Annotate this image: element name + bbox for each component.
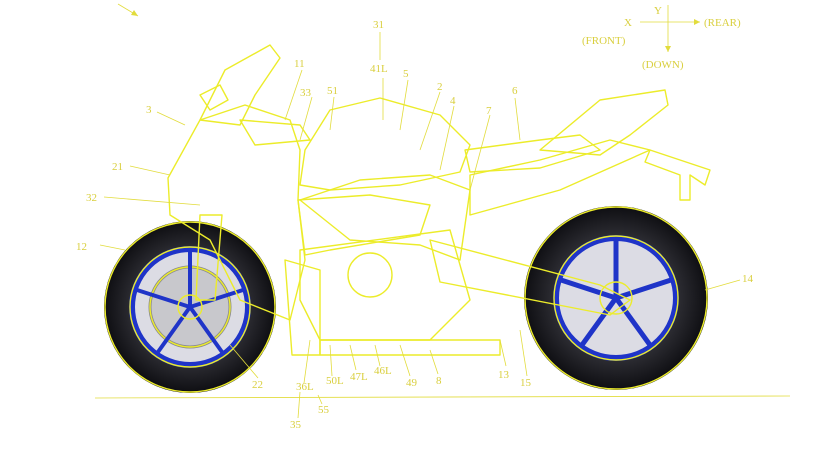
rear-wheel [524,206,708,390]
callout-14: 14 [742,273,754,285]
callout-36L: 36L [296,381,314,393]
callout-2: 2 [437,81,443,93]
lower-cowl [284,259,321,356]
seat [464,134,601,173]
main-frame [299,174,471,261]
windscreen [199,44,281,126]
coordinate-axes: X Y (FRONT) (REAR) (DOWN) [582,5,741,71]
callout-3: 3 [146,104,152,116]
callout-4: 4 [450,95,456,107]
callout-22: 22 [252,379,263,391]
callout-49: 49 [406,377,418,389]
swingarm [429,239,631,316]
engine [299,229,471,341]
callout-13: 13 [498,369,510,381]
front-wheel [104,221,276,393]
side-panel [297,194,431,256]
axis-rear-label: (REAR) [704,17,741,29]
callout-8: 8 [436,375,442,387]
callout-35: 35 [290,419,302,431]
callout-47L: 47L [350,371,368,383]
callout-11: 11 [294,58,305,70]
ground-line [94,395,791,399]
callout-41L: 41L [370,63,388,75]
callout-12: 12 [76,241,87,253]
leader-lines [99,32,741,419]
callout-32: 32 [86,192,97,204]
callout-21: 21 [112,161,123,173]
callout-labels: 31 41L 11 5 33 51 2 4 7 6 3 21 32 12 14 … [76,19,754,431]
callout-51: 51 [327,85,338,97]
callout-7: 7 [486,105,492,117]
tail-fairing [539,89,669,156]
callout-6: 6 [512,85,518,97]
axis-down-label: (DOWN) [642,59,684,71]
callout-46L: 46L [374,365,392,377]
front-fork [195,214,223,301]
axis-front-label: (FRONT) [582,35,626,47]
callout-50L: 50L [326,375,344,387]
mirror [199,84,229,111]
callout-31: 31 [373,19,384,31]
axis-y-label: Y [654,5,662,17]
fuel-tank [299,97,471,191]
callout-15: 15 [520,377,532,389]
callout-5: 5 [403,68,409,80]
handlebar [239,119,311,146]
axis-x-label: X [624,17,632,29]
plate-holder [644,149,711,201]
callout-55: 55 [318,404,330,416]
callout-33: 33 [300,87,312,99]
